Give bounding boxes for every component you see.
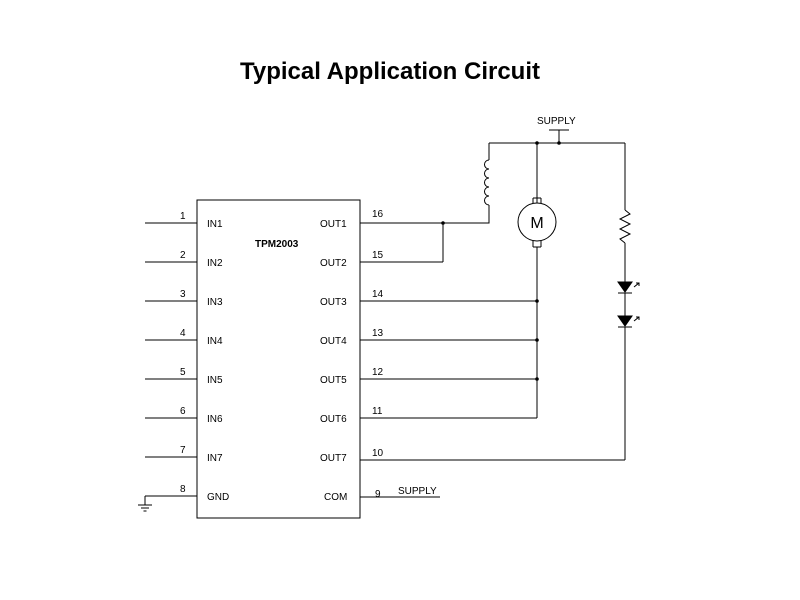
pin-label: OUT4 — [320, 336, 347, 347]
pin-number: 11 — [372, 406, 383, 417]
junction-dot — [535, 338, 539, 342]
pin-label: IN6 — [207, 414, 223, 425]
pin-label: IN1 — [207, 219, 223, 230]
right-pin-15: 15 OUT2 — [320, 250, 443, 269]
motor-label: M — [530, 215, 543, 232]
pin-number: 6 — [180, 406, 186, 417]
left-pin-5: 5 IN5 — [145, 367, 223, 386]
pin-label: OUT7 — [320, 453, 347, 464]
right-pin-12: 12 OUT5 — [320, 367, 537, 386]
junction-dot — [535, 377, 539, 381]
pin-label: IN5 — [207, 375, 223, 386]
right-pin-14: 14 OUT3 — [320, 289, 537, 308]
pin-number: 9 — [375, 489, 381, 500]
pin-number: 4 — [180, 328, 186, 339]
pin-number: 16 — [372, 209, 384, 220]
inductor-icon — [484, 159, 490, 206]
left-pin-6: 6 IN6 — [145, 406, 223, 425]
right-pin-11: 11 OUT6 — [320, 406, 537, 425]
pin-number: 15 — [372, 250, 384, 261]
junction-dot — [557, 141, 561, 145]
pin-label: IN7 — [207, 453, 223, 464]
junction-dot — [535, 299, 539, 303]
pin-number: 13 — [372, 328, 384, 339]
right-pin-9: 9 COM SUPPLY — [324, 486, 440, 503]
pin-label: IN3 — [207, 297, 223, 308]
pin-label: IN4 — [207, 336, 223, 347]
ic-body — [196, 199, 361, 519]
pin-label: GND — [207, 492, 229, 503]
pin-number: 8 — [180, 484, 186, 495]
pin-number: 5 — [180, 367, 186, 378]
pin-number: 12 — [372, 367, 384, 378]
pin-label: OUT1 — [320, 219, 347, 230]
pin-label: COM — [324, 492, 347, 503]
pin-number: 7 — [180, 445, 186, 456]
ic-name: TPM2003 — [255, 239, 299, 250]
pin-label: OUT6 — [320, 414, 347, 425]
pin-label: OUT5 — [320, 375, 347, 386]
com-supply-label: SUPPLY — [398, 486, 437, 497]
led-icon — [617, 281, 640, 294]
led-icon — [617, 315, 640, 328]
pin-number: 2 — [180, 250, 186, 261]
pin-label: IN2 — [207, 258, 223, 269]
left-pin-3: 3 IN3 — [145, 289, 223, 308]
resistor-icon — [618, 209, 632, 244]
pin-label: OUT2 — [320, 258, 347, 269]
ground-icon — [138, 496, 152, 512]
right-pin-13: 13 OUT4 — [320, 328, 537, 347]
left-pin-7: 7 IN7 — [145, 445, 223, 464]
left-pin-2: 2 IN2 — [145, 250, 223, 269]
right-pin-16: 16 OUT1 — [320, 209, 443, 230]
pin-number: 14 — [372, 289, 384, 300]
page-title: Typical Application Circuit — [239, 58, 541, 85]
inductor-lower-wire — [443, 205, 490, 224]
top-supply-label: SUPPLY — [537, 116, 576, 127]
pin-number: 1 — [180, 211, 186, 222]
left-pin-4: 4 IN4 — [145, 328, 223, 347]
pin-number: 3 — [180, 289, 186, 300]
left-pin-8: 8 GND — [145, 484, 229, 503]
left-pin-1: 1 IN1 — [145, 211, 223, 230]
motor-icon — [517, 202, 557, 242]
pin-label: OUT3 — [320, 297, 347, 308]
right-pin-10: 10 OUT7 — [320, 448, 625, 464]
pin-number: 10 — [372, 448, 384, 459]
